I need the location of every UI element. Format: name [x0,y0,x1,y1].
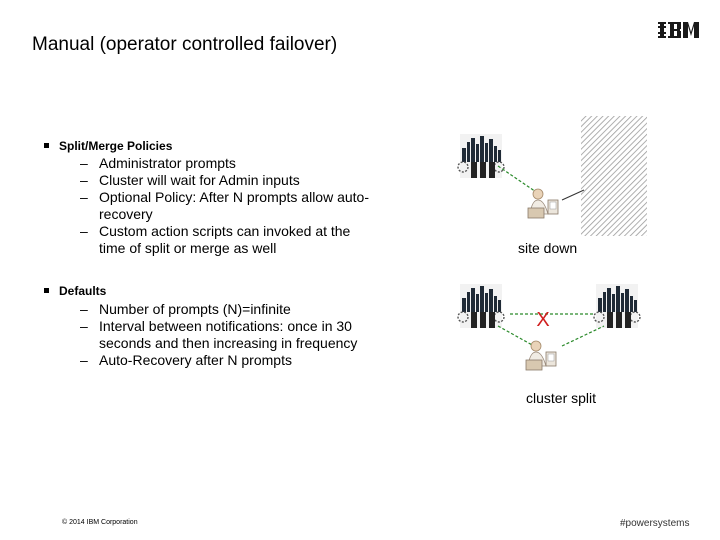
site-down-caption: site down [518,240,578,256]
list-item-continued: seconds and then increasing in frequency [99,335,358,351]
bullet-square-icon [44,143,49,148]
operator-link-line [497,325,535,347]
list-item: –Cluster will wait for Admin inputs [80,172,300,188]
copyright-text: © 2014 IBM Corporation [62,519,138,526]
cluster-split-caption: cluster split [526,390,597,406]
list-item: –Optional Policy: After N prompts allow … [80,189,370,205]
operator-link-line [561,325,605,347]
site-a-icon [457,283,505,329]
list-item: –Administrator prompts [80,155,236,171]
bullet-square-icon [44,288,49,293]
operator-to-site-line [561,189,585,201]
list-item: –Auto-Recovery after N prompts [80,352,292,368]
split-x-icon: X [536,309,549,331]
list-item: –Interval between notifications: once in… [80,318,352,334]
list-item-continued: time of split or merge as well [99,240,277,256]
operator-link-line [497,165,543,197]
site-down-hatched-icon [581,116,647,236]
list-item-continued: recovery [99,206,153,222]
operator-icon [527,188,559,219]
site-a-icon [457,133,505,179]
operator-icon [525,340,557,371]
list-item: –Custom action scripts can invoked at th… [80,223,351,239]
ibm-logo [658,22,699,38]
list-item: –Number of prompts (N)=infinite [80,301,291,317]
slide-title: Manual (operator controlled failover) [32,34,338,55]
hashtag-text: #powersystems [620,518,690,529]
bullet-heading-policies: Split/Merge Policies [44,139,172,153]
site-b-icon [593,283,641,329]
bullet-heading-defaults: Defaults [44,284,106,298]
